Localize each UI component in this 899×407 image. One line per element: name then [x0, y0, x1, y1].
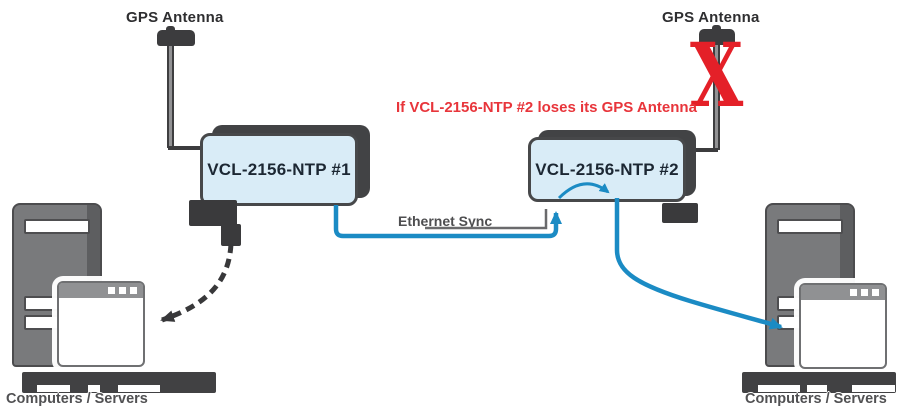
gps-cross-icon: X	[690, 23, 744, 127]
keyboard-key	[852, 385, 895, 392]
window-titlebar	[59, 283, 143, 298]
caption-left: Computers / Servers	[6, 391, 148, 407]
antenna-cable-left	[168, 146, 204, 150]
device-unit1: VCL-2156-NTP #1	[200, 133, 358, 206]
ntp-feed-blue-arrow	[614, 198, 783, 330]
browser-window-right	[799, 283, 887, 369]
port-connector-unit2	[662, 203, 698, 223]
port-connector-unit1	[189, 200, 237, 226]
port-connector-unit1-stub	[221, 224, 241, 246]
window-titlebar	[801, 285, 885, 300]
drive-slot	[777, 219, 843, 234]
ntp-feed-dark-arrow	[160, 243, 234, 323]
ethernet-link-label: Ethernet Sync	[398, 213, 493, 229]
antenna-label-left: GPS Antenna	[126, 9, 224, 26]
keyboard-key	[807, 385, 827, 392]
device-unit1-label: VCL-2156-NTP #1	[207, 159, 351, 179]
browser-window-left	[57, 281, 145, 367]
caption-right: Computers / Servers	[745, 391, 887, 407]
antenna-label-right: GPS Antenna	[662, 9, 760, 26]
drive-slot	[24, 219, 90, 234]
keyboard-key	[37, 385, 70, 392]
keyboard-left-icon	[22, 372, 216, 393]
keyboard-key	[758, 385, 800, 392]
keyboard-key	[88, 385, 100, 392]
keyboard-key	[118, 385, 160, 392]
device-unit2: VCL-2156-NTP #2	[528, 137, 686, 202]
alert-text: If VCL-2156-NTP #2 loses its GPS Antenna	[396, 99, 697, 116]
antenna-cable-right	[686, 148, 718, 152]
device-unit2-label: VCL-2156-NTP #2	[535, 159, 679, 179]
